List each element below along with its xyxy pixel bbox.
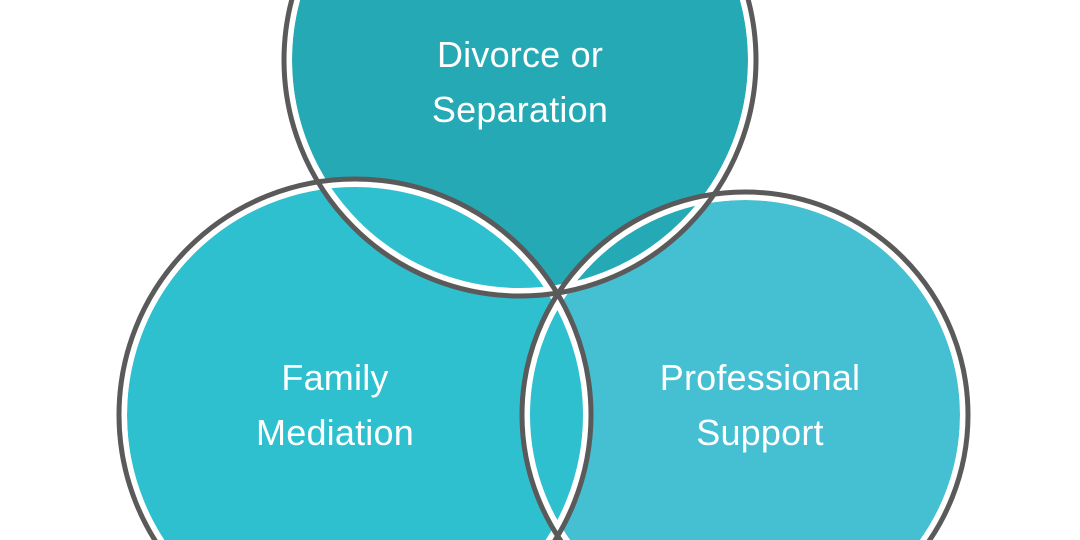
gap-ring-professional-support xyxy=(523,193,967,540)
gap-ring-divorce-or-separation xyxy=(285,0,755,295)
venn-fills xyxy=(127,0,960,540)
circle-fill-professional-support[interactable] xyxy=(530,200,960,540)
circle-fill-family-mediation[interactable] xyxy=(127,187,583,540)
circle-outline-divorce-or-separation[interactable] xyxy=(281,0,759,299)
gap-ring-family-mediation xyxy=(120,180,590,540)
circle-outline-family-mediation[interactable] xyxy=(116,176,594,540)
circle-outline-professional-support[interactable] xyxy=(519,189,971,540)
venn-gap-rings xyxy=(120,0,967,540)
venn-outlines xyxy=(116,0,971,540)
